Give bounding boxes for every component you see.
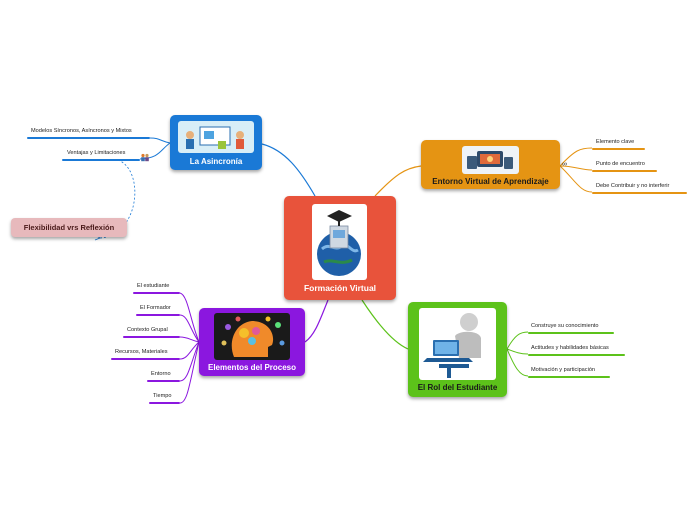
globe-graduation-image: [312, 204, 367, 280]
devices-image: [462, 146, 519, 174]
leaf-modelos-bar: [27, 137, 150, 139]
leaf-ventajas-bar: [62, 159, 140, 161]
flexibilidad-node[interactable]: Flexibilidad vrs Reflexión: [11, 218, 127, 237]
flexibilidad-title: Flexibilidad vrs Reflexión: [23, 223, 115, 232]
elementos-title: Elementos del Proceso: [207, 363, 297, 372]
leaf-contexto-grupal[interactable]: Contexto Grupal: [127, 327, 168, 333]
leaf-estudiante-bar: [133, 292, 180, 294]
leaf-actitudes[interactable]: Actitudes y habilidades básicas: [531, 345, 609, 351]
leaf-tiempo-bar: [149, 402, 180, 404]
leaf-entorno[interactable]: Entorno: [151, 371, 171, 377]
student-laptop-image: [419, 308, 496, 380]
asincronia-title: La Asincronía: [189, 157, 243, 166]
leaf-recursos[interactable]: Recursos, Materiales: [115, 349, 168, 355]
leaf-entorno-bar: [147, 380, 180, 382]
leaf-punto-encuentro-bar: [592, 170, 657, 172]
central-title: Formación Virtual: [303, 283, 377, 293]
head-gears-image: [214, 313, 290, 360]
leaf-ventajas[interactable]: Ventajas y Limitaciones: [67, 150, 126, 156]
leaf-construye[interactable]: Construye su conocimiento: [531, 323, 599, 329]
leaf-actitudes-bar: [528, 354, 625, 356]
leaf-recursos-bar: [111, 358, 180, 360]
leaf-modelos[interactable]: Modelos Síncronos, Asíncronos y Mixtos: [31, 128, 132, 134]
rol-node[interactable]: El Rol del Estudiante: [408, 302, 507, 397]
entorno-node[interactable]: Entorno Virtual de Aprendizaje: [421, 140, 560, 189]
leaf-estudiante[interactable]: El estudiante: [137, 283, 170, 289]
leaf-debe-contribuir-bar: [592, 192, 687, 194]
leaf-elemento-clave-bar: [592, 148, 645, 150]
elementos-node[interactable]: Elementos del Proceso: [199, 308, 305, 376]
leaf-motivacion-bar: [528, 376, 610, 378]
leaf-motivacion[interactable]: Motivación y participación: [531, 367, 596, 373]
leaf-debe-contribuir[interactable]: Debe Contribuir y no interferir: [596, 183, 670, 189]
entorno-marker-icon: ∞: [562, 161, 567, 168]
leaf-elemento-clave[interactable]: Elemento clave: [596, 139, 635, 145]
entorno-title: Entorno Virtual de Aprendizaje: [432, 177, 549, 186]
classroom-image: [178, 121, 254, 153]
rol-title: El Rol del Estudiante: [417, 383, 498, 392]
leaf-formador[interactable]: El Formador: [140, 305, 171, 311]
leaf-punto-encuentro[interactable]: Punto de encuentro: [596, 161, 645, 167]
leaf-contexto-grupal-bar: [123, 336, 180, 338]
leaf-tiempo[interactable]: Tiempo: [153, 393, 172, 399]
central-node[interactable]: Formación Virtual: [284, 196, 396, 300]
leaf-construye-bar: [528, 332, 614, 334]
asincronia-node[interactable]: La Asincronía: [170, 115, 262, 170]
leaf-formador-bar: [136, 314, 180, 316]
people-icon: [140, 149, 150, 162]
